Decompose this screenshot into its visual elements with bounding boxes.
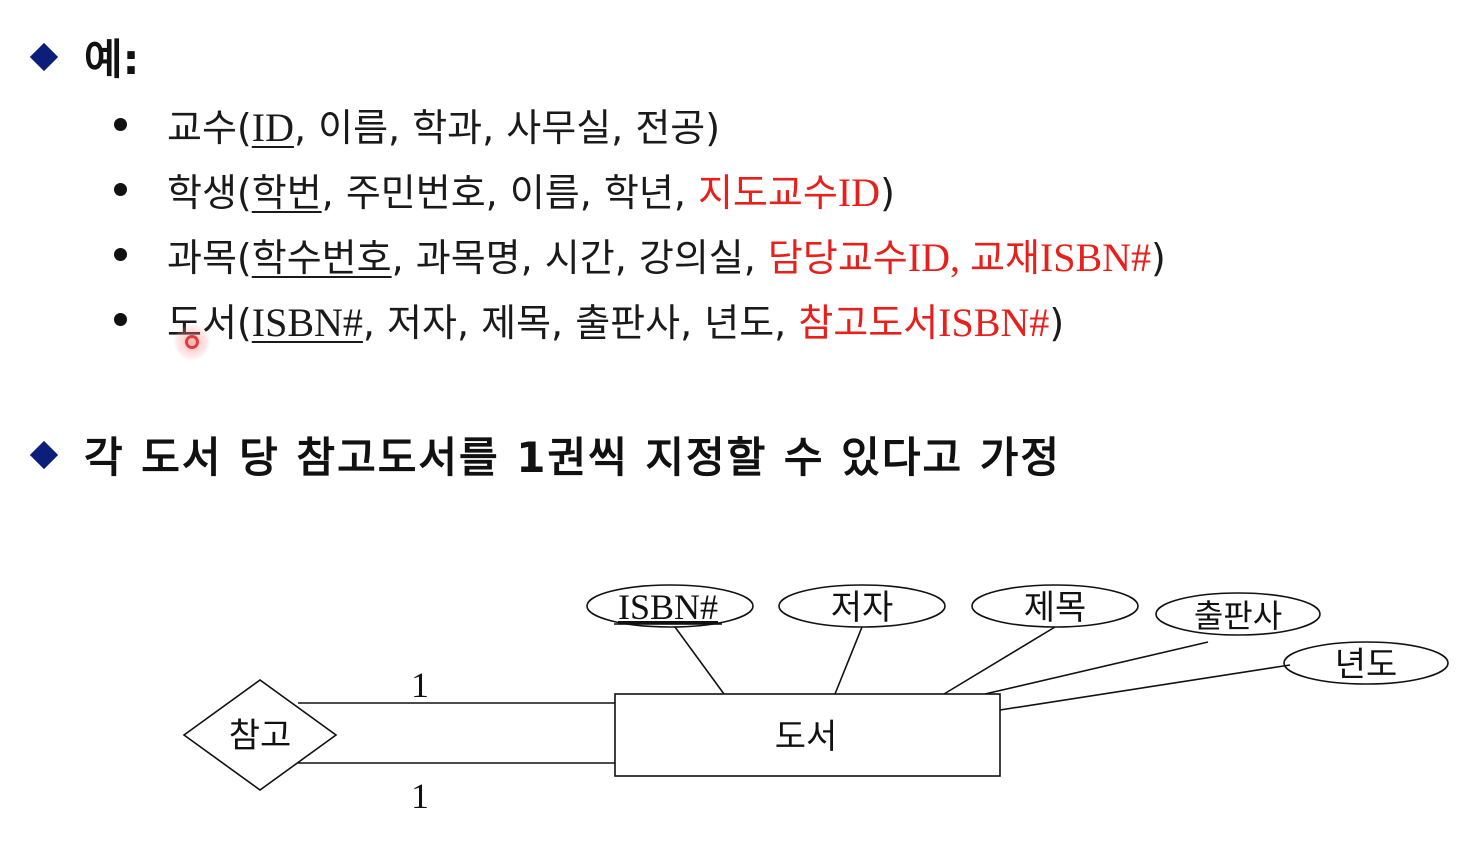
primary-key-text: ID [251,105,294,150]
heading-assumption: 각 도서 당 참고도서를 1권씩 지정할 수 있다고 가정 [28,424,1061,485]
attribute-connector [943,626,1056,695]
attribute-label: 출판사 [1194,597,1282,635]
attribute-connector [834,626,863,695]
entity-label: 도서 [775,717,838,757]
attribute-label: 제목 [1024,588,1087,628]
relation-text: 도서(ISBN#, 저자, 제목, 출판사, 년도, 참고도서ISBN#) [167,292,1064,347]
relation-item: 도서(ISBN#, 저자, 제목, 출판사, 년도, 참고도서ISBN#) [108,287,1166,352]
cardinality-bottom: 1 [411,776,429,816]
relation-list: 교수(ID, 이름, 학과, 사무실, 전공) 학생(학번, 주민번호, 이름,… [108,92,1166,352]
attribute-connector [999,664,1291,711]
relationship-label: 참고 [229,716,292,756]
heading-assumption-text: 각 도서 당 참고도서를 1권씩 지정할 수 있다고 가정 [84,433,1062,482]
primary-key-text: 학수번호 [251,236,392,280]
foreign-key-text: ISBN# [1039,235,1152,280]
foreign-key-text: 교재 [969,236,1040,280]
primary-key-text: ISBN# [251,300,363,345]
foreign-key-text: 지도교수 [698,171,838,215]
bullet-dot-icon [114,183,127,196]
primary-key-text: 학번 [251,171,322,215]
attribute-text: , 이름, 학과, 사무실, 전공) [293,106,721,150]
foreign-key-text: 참고도서 [798,301,939,345]
foreign-key-text: ID, [907,235,970,280]
attribute-text: ) [880,171,895,215]
relationship-diamond [182,679,338,791]
attribute-text: , 저자, 제목, 출판사, 년도, [362,301,799,345]
relation-text: 교수(ID, 이름, 학과, 사무실, 전공) [167,97,720,152]
entity-rect [614,693,1001,777]
bullet-dot-icon [114,313,127,326]
attribute-text: , 과목명, 시간, 강의실, [391,236,768,280]
attribute-label: ISBN# [618,587,718,627]
foreign-key-text: ISBN# [938,300,1050,345]
relation-text: 학생(학번, 주민번호, 이름, 학년, 지도교수ID) [167,162,895,217]
attribute-text: ) [1151,236,1166,280]
relation-text: 과목(학수번호, 과목명, 시간, 강의실, 담당교수ID, 교재ISBN#) [167,227,1166,282]
foreign-key-text: ID [837,170,881,215]
attribute-connector [674,626,725,695]
relation-item: 과목(학수번호, 과목명, 시간, 강의실, 담당교수ID, 교재ISBN#) [108,222,1166,287]
attribute-label: 저자 [831,588,894,628]
attribute-connector [984,641,1209,695]
mouse-cursor-highlight-icon [174,324,210,360]
foreign-key-text: 담당교수 [767,236,908,280]
bullet-dot-icon [114,118,127,131]
heading-example: 예: [28,26,139,87]
attribute-ellipse [1155,592,1321,636]
attribute-text: , 주민번호, 이름, 학년, [321,171,698,215]
attribute-text: 학생( [167,171,252,215]
attribute-text: ) [1049,301,1065,345]
attribute-text: 교수( [167,106,252,150]
attribute-ellipse [586,584,754,628]
heading-example-text: 예: [84,35,140,84]
bullet-dot-icon [114,248,127,261]
relation-item: 교수(ID, 이름, 학과, 사무실, 전공) [108,92,1166,157]
relation-item: 학생(학번, 주민번호, 이름, 학년, 지도교수ID) [108,157,1166,222]
attribute-ellipse [1283,641,1449,685]
attribute-text: 과목( [167,236,252,280]
attribute-label: 년도 [1335,645,1398,685]
cardinality-top: 1 [411,665,429,705]
